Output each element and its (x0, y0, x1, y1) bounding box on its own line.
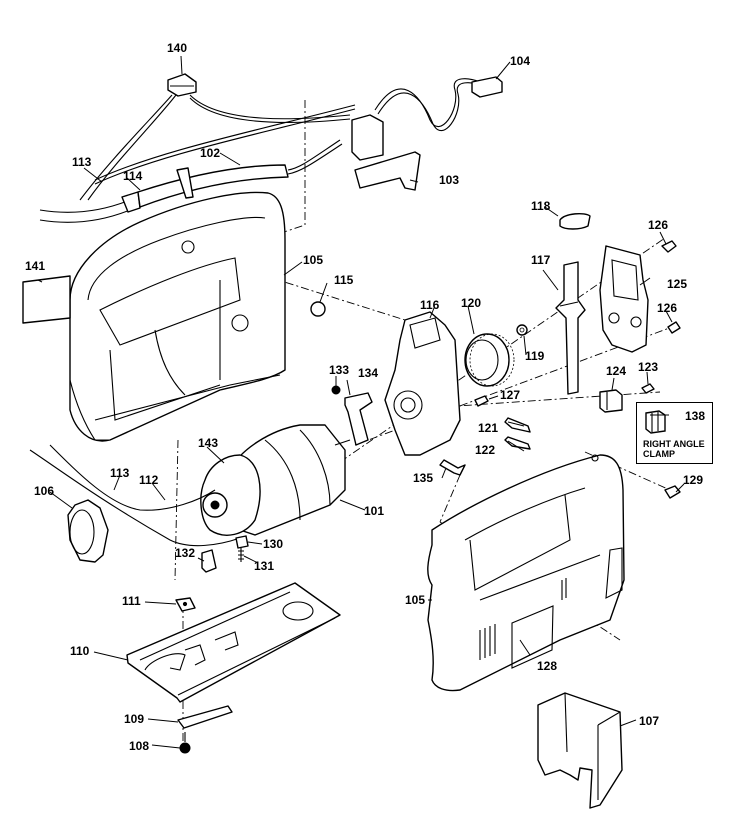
callout-127: 127 (500, 388, 521, 402)
inset-caption: RIGHT ANGLE CLAMP (643, 439, 705, 459)
part-117-plunger (555, 261, 586, 395)
part-122-bearing-plate (504, 436, 531, 450)
part-109-shoe-clamp (177, 705, 233, 729)
part-102-cord-protector (137, 139, 343, 208)
part-143-fan (200, 454, 261, 536)
part-126-screw-bottom (667, 321, 681, 334)
callout-106: 106 (34, 484, 55, 498)
part-124-clamp (599, 389, 623, 413)
callout-110: 110 (70, 644, 90, 658)
part-110-shoe (126, 582, 341, 703)
part-129-screw (664, 485, 681, 499)
callout-122: 122 (475, 443, 496, 457)
callout-120: 120 (461, 296, 482, 310)
callout-141: 141 (25, 259, 46, 273)
part-105-housing-left (69, 191, 286, 442)
part-141-label (22, 275, 71, 324)
part-115-bearing (310, 301, 326, 317)
part-120-gear (464, 333, 515, 387)
callout-114: 114 (123, 169, 143, 183)
callout-112: 112 (139, 473, 159, 487)
callout-133: 133 (329, 363, 350, 377)
callout-107: 107 (639, 714, 660, 728)
part-127-screw (474, 395, 489, 407)
callout-113-lower: 113 (110, 466, 130, 480)
right-angle-clamp-inset: RIGHT ANGLE CLAMP (636, 402, 713, 464)
part-119-washer (516, 324, 528, 336)
callout-135: 135 (413, 471, 434, 485)
inset-caption-line1: RIGHT ANGLE (643, 439, 705, 449)
part-111-nut-plate (175, 597, 196, 612)
callout-109: 109 (124, 712, 145, 726)
part-135-screw (439, 459, 466, 476)
callout-103: 103 (439, 173, 460, 187)
callout-118: 118 (531, 199, 551, 213)
callout-140: 140 (167, 41, 188, 55)
callout-119: 119 (525, 349, 545, 363)
part-112-113-lead-wires (29, 444, 241, 547)
part-130-brush (235, 535, 249, 549)
part-140-capacitor (167, 73, 197, 97)
callout-108: 108 (129, 739, 150, 753)
callout-125: 125 (667, 277, 688, 291)
callout-132: 132 (175, 546, 196, 560)
part-123-screw (641, 383, 655, 394)
callout-116: 116 (420, 298, 440, 312)
callout-124: 124 (606, 364, 627, 378)
part-118-roller (559, 212, 591, 230)
callout-105-right: 105 (405, 593, 426, 607)
part-126-screw-top (661, 240, 677, 253)
callout-138: 138 (685, 409, 706, 423)
callout-117: 117 (531, 253, 551, 267)
callout-102: 102 (200, 146, 221, 160)
part-103-switch-bracket (351, 114, 421, 191)
callout-126-top: 126 (648, 218, 669, 232)
part-106-end-cap (67, 499, 109, 563)
callout-104: 104 (510, 54, 531, 68)
part-125-gear-cover (599, 245, 649, 353)
part-114-cord (39, 191, 141, 223)
callout-115: 115 (334, 273, 354, 287)
callout-105-left: 105 (303, 253, 324, 267)
callout-134: 134 (358, 366, 379, 380)
callout-131: 131 (254, 559, 275, 573)
callout-123: 123 (638, 360, 659, 374)
part-131-brush-spring (238, 548, 244, 562)
callout-111: 111 (122, 594, 141, 608)
part-132-brush-holder (201, 549, 217, 573)
callout-113: 113 (72, 155, 92, 169)
part-116-gear-case (384, 311, 461, 456)
callout-121: 121 (478, 421, 499, 435)
callout-143: 143 (198, 436, 219, 450)
wiring-harness (79, 78, 484, 201)
part-134-bracket (344, 392, 373, 446)
inset-caption-line2: CLAMP (643, 449, 675, 459)
callout-126-bottom: 126 (657, 301, 678, 315)
part-104-switch (471, 76, 503, 98)
part-107-blade-guard (537, 692, 623, 809)
part-138-clamp-icon (645, 410, 666, 434)
callout-101: 101 (364, 504, 385, 518)
callout-128: 128 (537, 659, 558, 673)
part-121-bearing-plate (504, 417, 531, 433)
callout-130: 130 (263, 537, 284, 551)
part-105-housing-right (427, 454, 625, 692)
callout-129: 129 (683, 473, 704, 487)
